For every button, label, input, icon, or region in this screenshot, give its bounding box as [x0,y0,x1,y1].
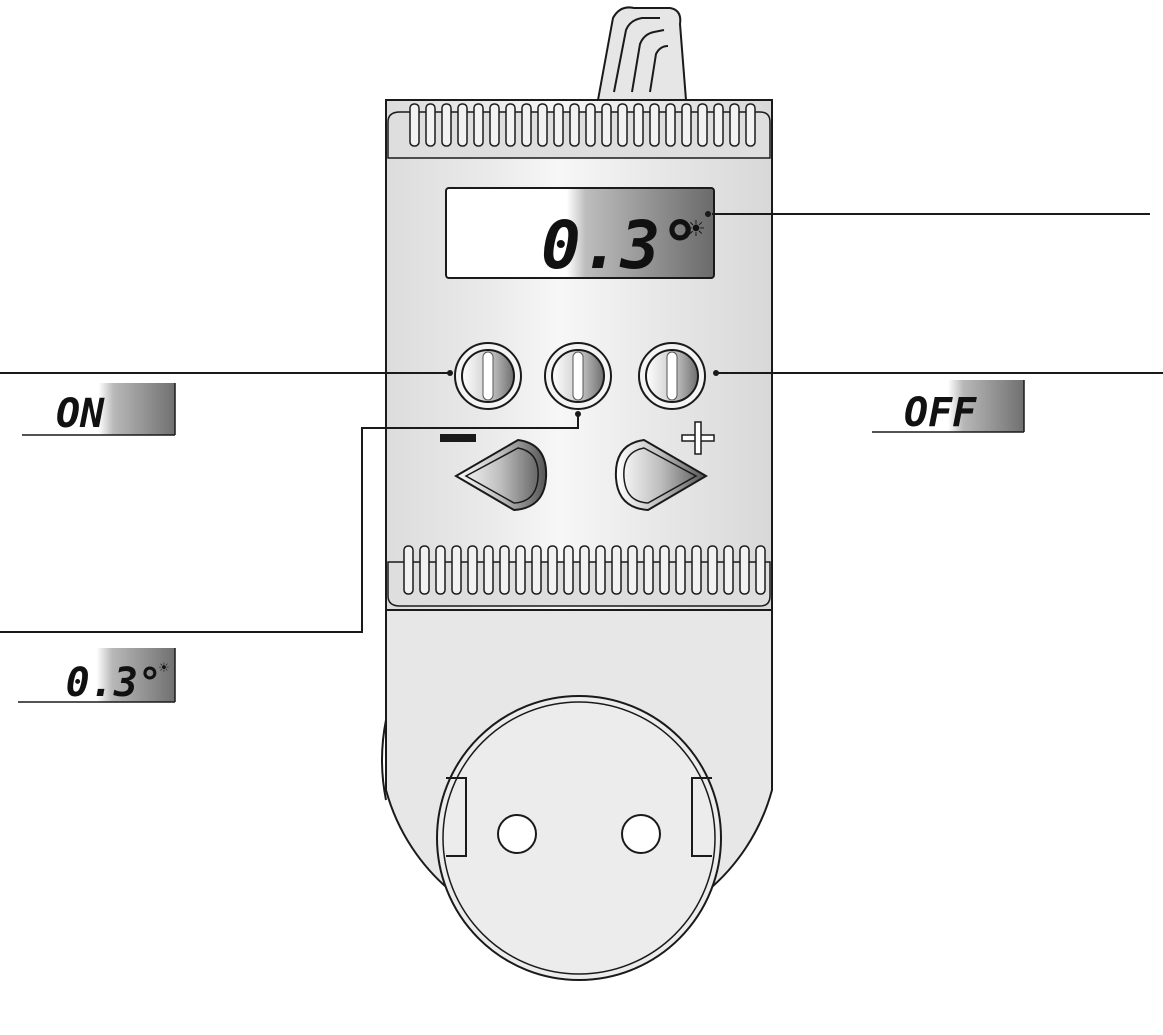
plus-sign-icon [681,421,715,455]
grille-slot [665,103,676,147]
off-label: OFF [904,390,977,436]
grille-slot [499,545,510,595]
grille-slot [659,545,670,595]
grille-slot [675,545,686,595]
bottom-ventilation-grille [387,545,771,607]
off-button[interactable] [638,342,706,410]
grille-slot [755,545,766,595]
on-button[interactable] [454,342,522,410]
grille-slot [595,545,606,595]
grille-slot [739,545,750,595]
grille-slot [403,545,414,595]
grille-slot [489,103,500,147]
grille-slot [425,103,436,147]
grille-slot [649,103,660,147]
minus-button[interactable] [440,434,548,512]
grille-slot [745,103,756,147]
display-reading: 0.3° [541,207,700,284]
grille-slot [457,103,468,147]
cable [596,6,688,101]
mode-sun-icon: ☀ [158,661,170,676]
grille-slot [531,545,542,595]
grille-slot [515,545,526,595]
grille-slot [633,103,644,147]
plus-button[interactable] [614,421,715,512]
grille-slot [569,103,580,147]
grille-slot [467,545,478,595]
on-callout: ON [22,383,176,437]
on-label: ON [56,391,105,437]
mode-button[interactable] [544,342,612,410]
grille-slot [441,103,452,147]
top-ventilation-grille [387,103,771,159]
grille-slot [643,545,654,595]
grille-slot [681,103,692,147]
schuko-socket [436,695,722,981]
grille-slot [707,545,718,595]
grille-slot [505,103,516,147]
grille-slot [611,545,622,595]
grille-slot [521,103,532,147]
grille-slot [617,103,628,147]
grille-slot [435,545,446,595]
sun-icon: ☀ [686,217,706,242]
grille-slot [697,103,708,147]
minus-sign-icon [440,434,476,442]
grille-slot [579,545,590,595]
grille-slot [585,103,596,147]
off-callout: OFF [872,380,1025,436]
grille-slot [729,103,740,147]
grille-slot [473,103,484,147]
grille-slot [483,545,494,595]
mode-callout: 0.3° ☀ [18,648,176,706]
grille-slot [723,545,734,595]
grille-slot [601,103,612,147]
grille-slot [451,545,462,595]
grille-slot [537,103,548,147]
grille-slot [691,545,702,595]
grille-slot [713,103,724,147]
socket-hole-left [497,814,537,854]
socket-hole-right [621,814,661,854]
lcd-display: 0.3° ☀ [445,187,715,284]
mode-leader-line [0,414,579,633]
grille-slot [409,103,420,147]
leader-lines [0,211,1163,633]
grille-slot [627,545,638,595]
grille-slot [547,545,558,595]
grille-slot [419,545,430,595]
mode-reading: 0.3° [66,660,162,706]
grille-slot [553,103,564,147]
grille-slot [563,545,574,595]
